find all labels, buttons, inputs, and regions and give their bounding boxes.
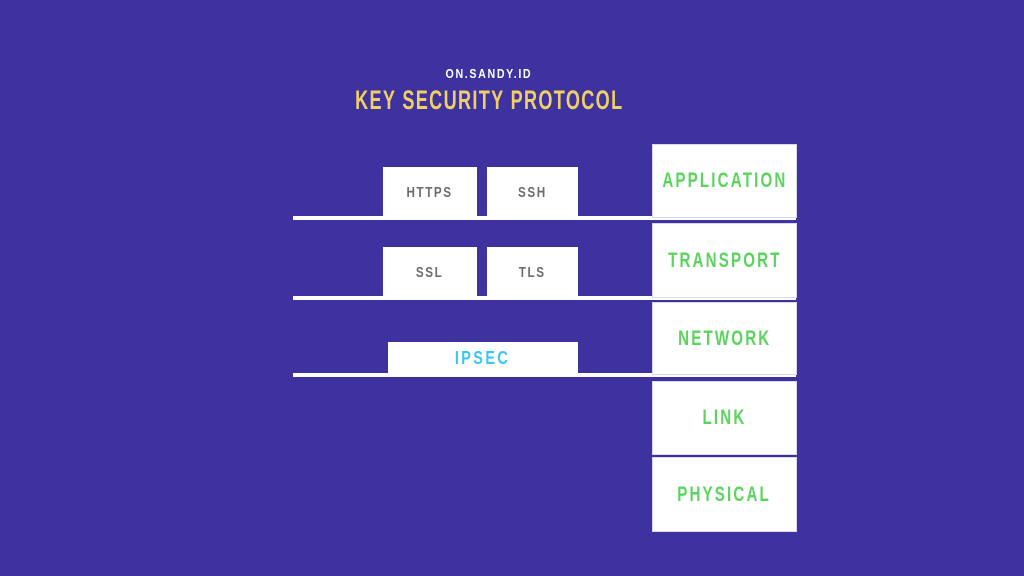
- title-block: ON.SANDY.ID KEY SECURITY PROTOCOL: [0, 66, 978, 118]
- brand-text: ON.SANDY.ID: [445, 66, 533, 81]
- divider-application-transport: [293, 216, 796, 220]
- brand-line: ON.SANDY.ID: [0, 66, 978, 81]
- layer-box-application: APPLICATION: [653, 145, 796, 217]
- protocol-box-ipsec: IPSEC: [388, 342, 578, 374]
- layer-box-transport: TRANSPORT: [653, 224, 796, 297]
- layer-label-transport: TRANSPORT: [667, 248, 782, 272]
- protocol-box-ssh: SSH: [487, 167, 578, 217]
- layer-label-network: NETWORK: [677, 326, 772, 350]
- divider-transport-network: [293, 296, 796, 300]
- layer-box-physical: PHYSICAL: [653, 458, 796, 531]
- protocol-box-ssl: SSL: [383, 247, 477, 297]
- layer-label-physical: PHYSICAL: [677, 482, 772, 506]
- protocol-label-ssl: SSL: [416, 263, 444, 281]
- protocol-label-ipsec: IPSEC: [455, 347, 511, 368]
- protocol-label-tls: TLS: [519, 263, 546, 281]
- protocol-box-https: HTTPS: [383, 167, 477, 217]
- protocol-label-https: HTTPS: [406, 183, 454, 201]
- protocol-box-tls: TLS: [487, 247, 578, 297]
- layer-label-application: APPLICATION: [661, 169, 788, 192]
- layer-box-network: NETWORK: [653, 303, 796, 374]
- protocol-label-ssh: SSH: [518, 183, 547, 201]
- divider-network-link: [293, 373, 796, 377]
- page-title: KEY SECURITY PROTOCOL: [354, 85, 624, 115]
- layer-label-link: LINK: [702, 406, 747, 429]
- layer-box-link: LINK: [653, 382, 796, 454]
- heading-line: KEY SECURITY PROTOCOL: [0, 87, 978, 118]
